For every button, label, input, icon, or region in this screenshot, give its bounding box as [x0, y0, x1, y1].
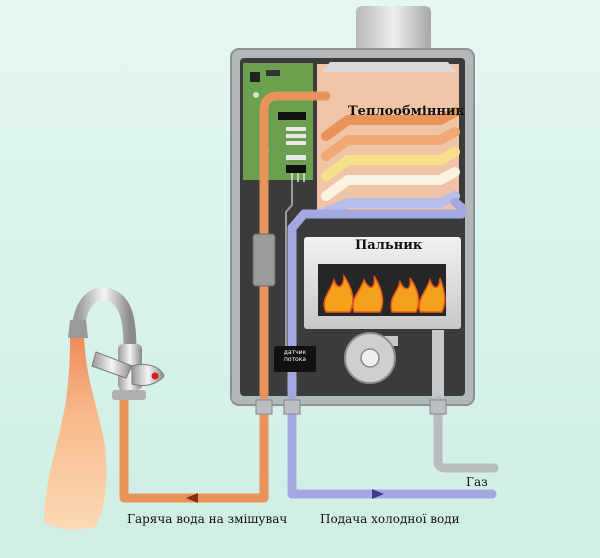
- gas-pipe: [433, 395, 499, 473]
- water-filter: [252, 233, 276, 287]
- heat-exchanger-label: Теплообмінник: [348, 104, 465, 119]
- cold-flow-arrow: [372, 489, 384, 499]
- exchanger-coil-2: [321, 127, 460, 161]
- gas-label: Газ: [466, 475, 488, 489]
- exchanger-coil-1: [321, 107, 460, 141]
- control-circuit-board: [243, 63, 313, 182]
- fan-blower: [344, 332, 398, 384]
- hot-water-to-mixer-label: Гаряча вода на змішувач: [127, 512, 288, 526]
- cold-water-supply-label: Подача холодної води: [320, 512, 460, 526]
- exchanger-coil-4: [321, 167, 460, 201]
- burner-label: Пальник: [355, 238, 423, 253]
- mixer-tap: [68, 287, 165, 400]
- cold-water-pipe: [287, 197, 497, 499]
- gas-pipe-internal: [432, 330, 444, 398]
- hot-flow-arrow: [186, 493, 198, 503]
- flow-sensor: [274, 346, 316, 372]
- exchanger-coil-5: [321, 191, 460, 217]
- hot-water-stream: [44, 336, 107, 530]
- sensor-wire: [285, 180, 293, 346]
- flow-sensor-label: датчик потока: [283, 349, 307, 363]
- pipe-fittings: [255, 399, 447, 415]
- burner-flames: [323, 273, 446, 313]
- exchanger-coil-3: [321, 147, 460, 181]
